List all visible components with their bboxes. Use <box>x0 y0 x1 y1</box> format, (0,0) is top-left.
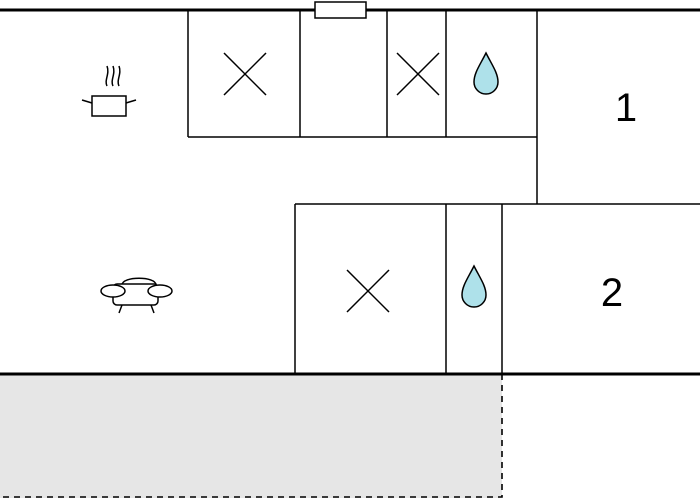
terrace-area <box>0 374 502 498</box>
sofa-icon <box>100 277 173 314</box>
water-drop-icon <box>461 264 487 308</box>
storage-cross-icon <box>396 52 440 96</box>
storage-cross-icon <box>346 269 390 313</box>
storage-cross-icon <box>223 52 267 96</box>
room-label-1: 1 <box>615 86 637 130</box>
cooking-pot-icon <box>81 65 137 117</box>
bottom-room-row <box>294 203 700 374</box>
terrace-dashed-outline <box>0 374 503 498</box>
top-room-row <box>187 10 538 204</box>
room-label-2: 2 <box>601 271 623 315</box>
water-drop-icon <box>473 51 499 95</box>
window-marker <box>314 1 367 19</box>
